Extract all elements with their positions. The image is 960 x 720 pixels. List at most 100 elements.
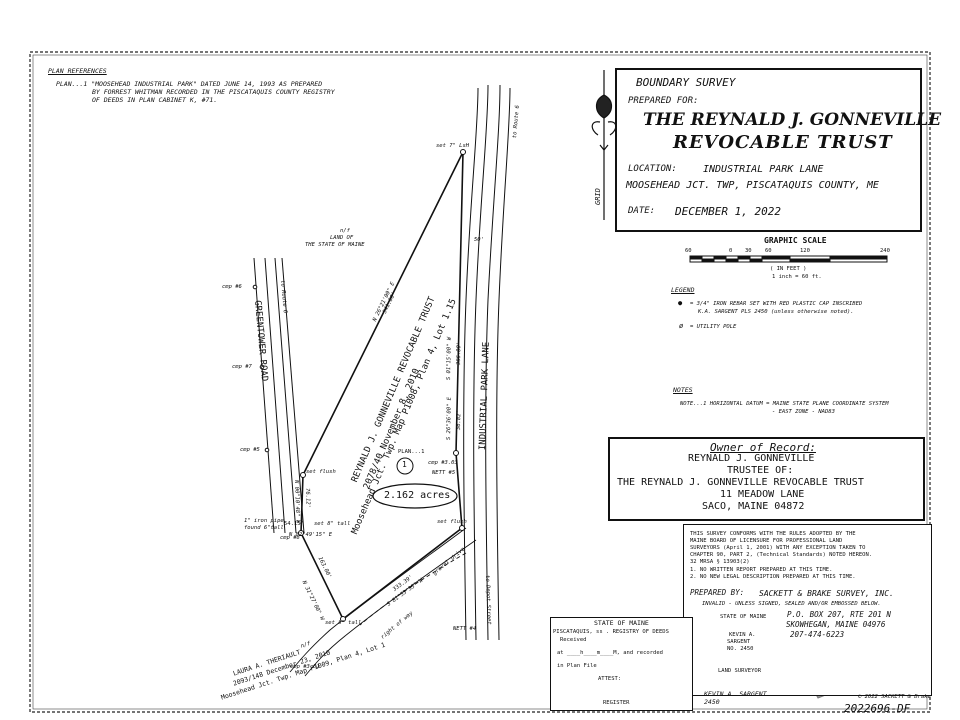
label-set-flush2: set flush: [437, 519, 467, 525]
seal-name2: SARGENT: [727, 639, 751, 645]
location-value: INDUSTRIAL PARK LANE: [703, 164, 824, 175]
label-set8-tall2: set 8" tall: [325, 620, 362, 626]
state-land-name: THE STATE OF MAINE: [305, 242, 365, 248]
seal-bottom-text: LAND SURVEYOR: [718, 668, 762, 674]
label-nett5: NETT #5: [432, 470, 456, 476]
seal-name1: KEVIN A.: [729, 632, 756, 638]
cert-line5: 32 MRSA § 13903(2): [690, 559, 750, 565]
phone: 207-474-6223: [790, 630, 845, 639]
label-mon7: cmp #7: [232, 364, 252, 370]
title-block: [615, 68, 922, 232]
surveyor-license: 2450: [704, 698, 720, 706]
plan-ref-line1: PLAN...1 "MOOSEHEAD INDUSTRIAL PARK" DAT…: [56, 80, 323, 88]
monuments: [252, 149, 466, 622]
plan-references-heading: PLAN REFERENCES: [48, 67, 107, 75]
label-set8-tall: set 8" tall: [314, 521, 351, 527]
scale-tick-0: 60: [685, 248, 692, 254]
prepared-for-label: PREPARED FOR:: [628, 96, 699, 106]
north-arrow-icon: [591, 70, 617, 220]
registry-line2: PISCATAQUIS, ss . REGISTRY OF DEEDS: [553, 629, 669, 635]
registry-plan-file: in Plan File: [557, 663, 597, 669]
scale-unit: ( IN FEET ): [770, 266, 807, 272]
prepared-by-label: PREPARED BY:: [690, 588, 745, 597]
label-mon5: cmp #5: [240, 447, 260, 453]
acres-label: 2.162 acres: [384, 490, 451, 501]
cert-line2: MAINE BOARD OF LICENSURE FOR PROFESSIONA…: [690, 538, 843, 544]
location-line2: MOOSEHEAD JCT. TWP, PISCATAQUIS COUNTY, …: [626, 180, 879, 191]
cert-line3: SURVEYORS (April 1, 2001) WITH ANY EXCEP…: [690, 545, 866, 551]
registry-attest: ATTEST:: [598, 676, 622, 682]
label-mon2: cmp #3.01: [290, 664, 320, 670]
label-mon3: cmp #3.03: [428, 460, 458, 466]
owner-line1: REYNALD J. GONNEVILLE: [688, 453, 815, 464]
registry-block: [550, 617, 693, 711]
scale-ratio: 1 inch = 60 ft.: [772, 274, 822, 280]
certification-block: [683, 524, 932, 696]
owner-heading: Owner of Record:: [710, 441, 816, 454]
label-set7: set 7" LsH: [436, 143, 470, 149]
cert-item2: 2. NO NEW LEGAL DESCRIPTION PREPARED AT …: [690, 574, 856, 580]
legend-heading: LEGEND: [671, 286, 695, 294]
invalid-notice: INVALID - UNLESS SIGNED, SEALED AND/OR E…: [702, 601, 881, 607]
scale-tick-1: 0: [729, 248, 733, 254]
parcel-boundary: [300, 151, 464, 621]
distance-lane2: 36.82': [456, 410, 463, 431]
utility-pole-icon: ø: [679, 322, 684, 330]
bearing-lane2: S 26°36'00" E: [446, 396, 453, 441]
survey-type: BOUNDARY SURVEY: [636, 76, 736, 89]
distance-w1: 76.12': [304, 488, 311, 509]
sheet-border: [29, 51, 931, 713]
label-mon6: cmp #6: [222, 284, 242, 290]
legend-item1-line1: = 3/4" IRON REBAR SET WITH RED PLASTIC C…: [690, 301, 863, 307]
notes-line1: NOTE...1 HORIZONTAL DATUM = MAINE STATE …: [680, 401, 889, 407]
registry-line1: STATE OF MAINE: [594, 619, 649, 627]
date-value: DECEMBER 1, 2022: [675, 205, 781, 218]
scale-tick-2: 30: [745, 248, 752, 254]
client-name-line2: REVOCABLE TRUST: [673, 132, 893, 153]
state-land-label: LAND OF: [330, 235, 354, 241]
graphic-scale-heading: GRAPHIC SCALE: [764, 236, 827, 245]
graphic-scale-bar: [689, 255, 888, 263]
acres-ellipse: [372, 483, 458, 509]
grid-label: GRID: [594, 188, 602, 205]
date-label: DATE:: [628, 206, 656, 216]
seal-number: NO. 2450: [727, 646, 754, 652]
address-line2: SKOWHEGAN, MAINE 04976: [786, 620, 886, 629]
legend-item1-line2: K.A. SARGENT PLS 2450 (unless otherwise …: [698, 309, 854, 315]
label-mon8: cmp #8: [280, 535, 300, 541]
registry-received: Received: [560, 637, 587, 643]
surveyor-name: KEVIN A. SARGENT: [704, 690, 767, 698]
plan-ref-line2: BY FORREST WHITMAN RECORDED IN THE PISCA…: [92, 88, 335, 96]
cert-item1: 1. NO WRITTEN REPORT PREPARED AT THIS TI…: [690, 567, 833, 573]
industrial-park-lane: [463, 84, 511, 641]
label-mon4: NETT #4: [453, 626, 477, 632]
plan-ref-label: PLAN...1: [398, 449, 425, 455]
label-found: found 6"tall: [244, 525, 284, 531]
bearing-south: N 82°49'15" E: [289, 532, 333, 538]
owner-line2: TRUSTEE OF:: [727, 465, 794, 476]
cert-line1: THIS SURVEY CONFORMS WITH THE RULES ADOP…: [690, 531, 856, 537]
sheet-border-inner: [32, 54, 928, 710]
owner-line3: THE REYNALD J. GONNEVILLE REVOCABLE TRUS…: [617, 477, 864, 488]
registry-at-line: at ____h____m____M, and recorded: [557, 650, 663, 656]
firm-name: SACKETT & BRAKE SURVEY, INC.: [759, 589, 894, 598]
scale-tick-3: 60: [765, 248, 772, 254]
plan-ref-line3: OF DEEDS IN PLAN CABINET K, #71.: [92, 96, 218, 104]
plan-number: 1: [402, 460, 407, 469]
scale-tick-4: 120: [800, 248, 810, 254]
distance-lane: 366.00': [456, 341, 463, 366]
label-width50: 50': [474, 237, 484, 243]
drawing-number: 2022696-DF: [844, 702, 911, 715]
greentower-road: [253, 257, 305, 534]
plan-circle: [396, 457, 414, 475]
label-iron-pipe: 1" iron pipe: [244, 518, 284, 524]
address-line1: P.O. BOX 207, RTE 201 N: [787, 610, 891, 619]
legend-rebar-icon: ●: [678, 299, 683, 307]
notes-line2: - EAST ZONE - NAD83: [772, 409, 835, 415]
legend-item2: = UTILITY POLE: [690, 324, 737, 330]
copyright: © 2022 SACKETT & Brake: [858, 694, 931, 700]
label-set-flush1: set flush: [306, 469, 336, 475]
bearing-lane: S 01°15'00" W: [446, 336, 453, 381]
seal-top-text: STATE OF MAINE: [720, 614, 767, 620]
state-land-nf: n/f: [340, 228, 350, 234]
